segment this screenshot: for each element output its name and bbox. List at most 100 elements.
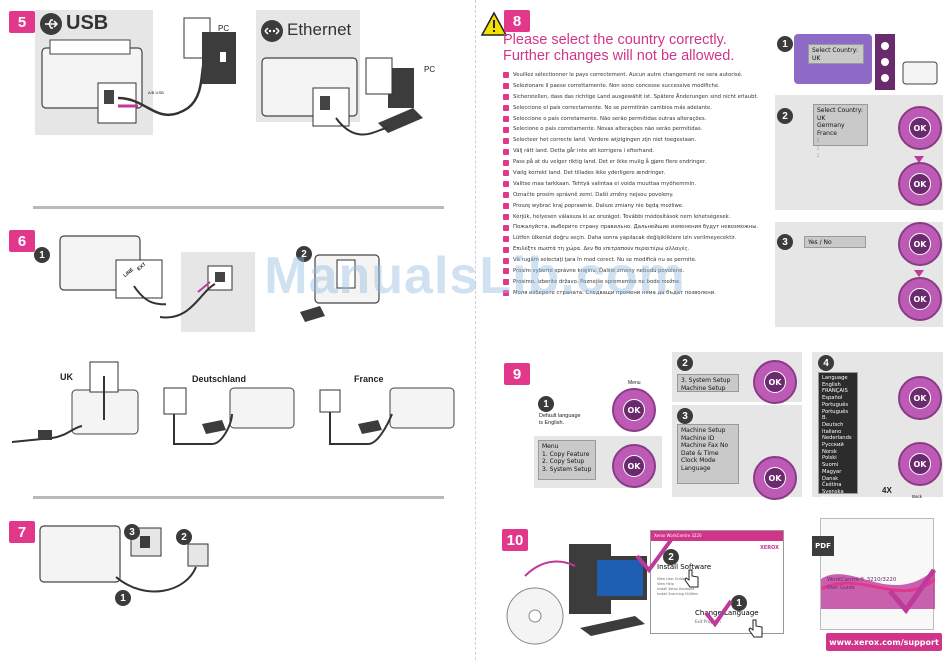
language-option-4: Português (822, 401, 849, 408)
ok-button-9-d[interactable]: OK (753, 456, 797, 500)
default-language-note: Default language is English. (539, 413, 581, 427)
pc-label-usb: PC (218, 24, 230, 33)
machine-setup-line-4: Clock Mode (681, 457, 716, 464)
step-8-number: 8 (504, 10, 530, 32)
translation-text: Пожалуйста, выберите страну правильно. Д… (513, 224, 759, 231)
ok-label: OK (909, 173, 931, 195)
usb-label: USB (66, 12, 109, 34)
language-flag-icon (503, 214, 509, 221)
language-flag-icon (503, 170, 509, 177)
language-option-13: Magyar (822, 468, 842, 475)
phone-line-printer-illustration (59, 235, 166, 306)
machine-setup-line-5: Language (681, 464, 711, 472)
step-7-number: 7 (9, 521, 35, 543)
support-url-banner[interactable]: www.xerox.com/support (826, 633, 942, 651)
guide-title: WorkCentre® 3210/3220 (827, 577, 897, 583)
checkmark-icon (633, 536, 673, 580)
translation-text: Seleccione o país corretamente. Não serã… (513, 115, 707, 122)
installer-menu-item-2: Install Xerox Assistant (657, 587, 695, 591)
step-9-number: 9 (504, 363, 530, 385)
panel-buttons-printer-icon (875, 34, 938, 90)
translation-line: Моля изберете страната. Следващи промени… (503, 288, 773, 299)
default-lang-line-2: is English. (539, 420, 565, 426)
ok-button-9-a[interactable]: OK (612, 388, 656, 432)
translation-line: Veuillez sélectionner le pays correcteme… (503, 70, 773, 81)
install-software-link[interactable]: Install Software (657, 563, 712, 571)
power-connection-illustration (39, 525, 209, 593)
usb-cable-label: A/B USB (148, 90, 164, 95)
hand-cursor-icon (684, 568, 700, 592)
select-country-label: Select Country: (812, 47, 858, 54)
translation-line: Selecteer het correcte land. Verdere wij… (503, 135, 773, 146)
translation-text: Veuillez sélectionner le pays correcteme… (513, 72, 743, 78)
translation-line: Selecione o país corretamente. Novas alt… (503, 124, 773, 135)
ok-button-9-b[interactable]: OK (612, 444, 656, 488)
translation-line: Označte prosím správně zemi. Další změny… (503, 190, 773, 201)
arrow-down-icon (914, 156, 924, 163)
translation-text: Prosimo, izberite državo. Poznejše sprem… (513, 278, 681, 285)
language-option-1: English (822, 381, 841, 388)
language-option-0: Language (822, 375, 848, 381)
back-button-label: Back (912, 494, 923, 499)
language-option-9: Русский (822, 442, 844, 449)
country-option-0: UK (817, 114, 826, 122)
warning-icon (480, 11, 508, 41)
language-flag-icon (503, 246, 509, 253)
change-language-link[interactable]: Change Language (695, 609, 759, 617)
ok-label: OK (764, 371, 786, 393)
language-option-5: Português B. (822, 408, 849, 422)
warning-line-1: Please select the country correctly. (503, 32, 727, 48)
ok-button-8-d[interactable]: OK (898, 277, 942, 321)
ok-button-8-a[interactable]: OK (898, 106, 942, 150)
translation-text: Моля изберете страната. Следващи промени… (513, 289, 716, 296)
guide-subtitle: User Guide (827, 585, 855, 591)
language-flag-icon (503, 148, 509, 155)
xerox-logo: XEROX (759, 545, 779, 551)
ok-button-8-b[interactable]: OK (898, 162, 942, 206)
handset-printer-illustration (300, 254, 380, 322)
language-flag-icon (503, 94, 509, 101)
step-9-sub-1: 1 (538, 396, 554, 412)
language-option-6: Deutsch (822, 421, 844, 428)
translation-text: Pass på at du velger riktig land. Det er… (513, 159, 707, 166)
language-option-12: Suomi (822, 462, 839, 469)
language-flag-icon (503, 290, 509, 297)
language-flag-icon (503, 257, 509, 264)
machine-setup-line-3: Date & Time (681, 449, 719, 457)
ok-button-9-e[interactable]: OK (898, 376, 942, 420)
menu-screen-line-0: Menu (542, 443, 559, 450)
translation-line: Prosimo, izberite državo. Poznejše sprem… (503, 277, 773, 288)
ok-label: OK (909, 453, 931, 475)
translation-line: Vælg korrekt land. Det tillades ikke yde… (503, 168, 773, 179)
select-country-value: UK (812, 54, 821, 62)
menu-screen-line-1: 1. Copy Feature (542, 450, 590, 458)
step-9-sub-3: 3 (677, 408, 693, 424)
translation-text: Selezionare il paese correttamente. Non … (513, 82, 720, 89)
exit-program-link[interactable]: Exit Program (695, 619, 721, 624)
language-flag-icon (503, 268, 509, 275)
language-flag-icon (503, 72, 509, 79)
language-option-2: FRANÇAIS (822, 388, 848, 395)
language-flag-icon (503, 224, 509, 231)
menu-screen-line-2: 2. Copy Setup (542, 458, 585, 465)
default-lang-line-1: Default language (539, 413, 581, 419)
step-9-sub-4: 4 (818, 355, 834, 371)
step-10-sub-1: 1 (731, 595, 747, 611)
country-option-2: France (817, 129, 837, 137)
ok-button-9-f[interactable]: OK (898, 442, 942, 486)
translation-line: Välj rätt land. Detta går inte att korri… (503, 146, 773, 157)
step-5-number: 5 (9, 11, 35, 33)
language-option-8: Nederlands (822, 435, 852, 442)
step-6-sub-2: 2 (296, 246, 312, 262)
language-flag-icon (503, 181, 509, 188)
language-flag-icon (503, 192, 509, 199)
language-flag-icon (503, 235, 509, 242)
ok-button-8-c[interactable]: OK (898, 222, 942, 266)
ok-button-9-c[interactable]: OK (753, 360, 797, 404)
language-option-14: Dansk (822, 475, 839, 482)
installer-menu-item-0: View User Guide (657, 577, 685, 581)
pc-label-ethernet: PC (424, 65, 436, 74)
